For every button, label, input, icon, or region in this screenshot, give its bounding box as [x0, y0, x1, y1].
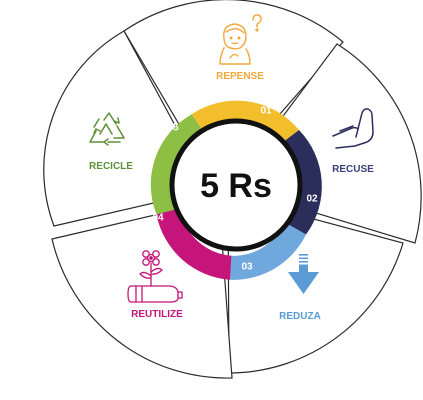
center-circle: [169, 118, 303, 252]
step-number-02: 02: [306, 194, 318, 205]
ring-segment-03: [230, 222, 306, 280]
bottle-planter-icon: [127, 250, 183, 303]
step-label-reduza: REDUZA: [279, 311, 321, 322]
step-label-recuse: RECUSE: [332, 164, 374, 175]
step-label-repense: REPENSE: [216, 71, 264, 82]
down-arrow-icon: [288, 254, 319, 294]
thinking-person-icon: [219, 14, 262, 65]
step-number-03: 03: [241, 262, 253, 273]
step-number-04: 04: [152, 213, 164, 224]
stop-hand-icon: [332, 108, 374, 149]
step-number-01: 01: [260, 106, 272, 117]
step-number-05: 05: [167, 123, 179, 134]
center-title: 5 Rs: [200, 167, 272, 205]
step-label-recicle: RECICLE: [89, 161, 133, 172]
recycle-icon: [89, 112, 125, 146]
ring-segment-04: [156, 208, 232, 280]
step-label-reutilize: REUTILIZE: [131, 309, 183, 320]
petal-repense: [123, 0, 344, 189]
